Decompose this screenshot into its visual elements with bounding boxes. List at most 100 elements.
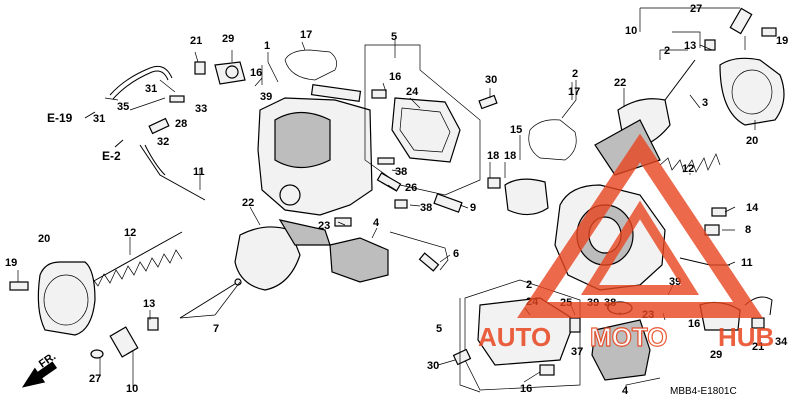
callout-number: 16 xyxy=(250,67,262,79)
watermark-text-auto: AUTO xyxy=(478,322,551,352)
hose-35 xyxy=(109,65,173,96)
valve-29-cap xyxy=(225,65,239,79)
callout-number: 32 xyxy=(157,136,169,148)
float-bowl-24 xyxy=(391,97,461,163)
callout-number: 27 xyxy=(690,3,702,15)
direction-arrow-icon xyxy=(21,361,58,388)
group-bracket-5 xyxy=(364,44,481,196)
callout-number: 4 xyxy=(622,385,629,397)
callout-number: 22 xyxy=(614,77,626,89)
callout-number: 31 xyxy=(145,83,157,95)
carb-top-cover-20-left xyxy=(37,261,96,336)
callout-number: 10 xyxy=(126,383,138,395)
throttle-cam-15 xyxy=(504,178,549,216)
callout-number: 30 xyxy=(485,74,497,86)
callout-number: 35 xyxy=(117,101,129,113)
callout-number: 2 xyxy=(664,45,670,57)
spring-12-left xyxy=(91,249,183,287)
callout-number: 24 xyxy=(406,86,419,98)
jet-38-a xyxy=(377,157,395,165)
reference-label-e19: E-19 xyxy=(47,111,73,125)
callout-number: 5 xyxy=(391,31,397,43)
callout-number: 18 xyxy=(504,150,516,162)
valve-30-center xyxy=(478,94,498,110)
callout-number: 21 xyxy=(752,341,764,353)
float-4-bottom xyxy=(591,319,651,381)
diaphragm-22-left xyxy=(234,226,301,291)
callout-number: 22 xyxy=(242,197,254,209)
callout-number: 5 xyxy=(436,323,442,335)
reference-label-e2: E-2 xyxy=(102,149,121,163)
callout-number: 23 xyxy=(318,220,330,232)
callout-number: 37 xyxy=(571,346,583,358)
callout-number: 7 xyxy=(213,323,219,335)
reference-arrow-e19-icon xyxy=(84,111,96,119)
watermark-triangle-icon xyxy=(517,133,763,318)
callout-number: 13 xyxy=(684,40,696,52)
linkage-bar xyxy=(310,84,362,102)
fitting-32 xyxy=(148,117,170,135)
callout-number: 15 xyxy=(510,124,522,136)
jet-37 xyxy=(569,317,581,333)
cable-sleeve xyxy=(144,144,166,176)
callout-number: 34 xyxy=(775,336,788,348)
callout-number: 20 xyxy=(38,233,50,245)
jet-needle-7 xyxy=(179,281,239,319)
screw-18 xyxy=(487,177,501,189)
watermark-inner-triangle-icon xyxy=(580,200,700,295)
callout-number: 12 xyxy=(682,163,694,175)
group-brackets xyxy=(459,7,725,393)
callout-number: 18 xyxy=(487,150,499,162)
callout-number: 11 xyxy=(741,257,753,269)
callout-number: 16 xyxy=(520,383,532,395)
washer-27-left xyxy=(90,349,104,359)
valve-30-bottom xyxy=(452,348,472,366)
callout-number: 2 xyxy=(526,279,532,291)
callout-number: 21 xyxy=(190,35,202,47)
jet-38-b xyxy=(394,199,408,209)
bolt-19-left xyxy=(9,281,29,291)
o-ring-13 xyxy=(147,317,159,331)
reference-arrow-e2-icon xyxy=(114,139,124,148)
fitting-28 xyxy=(169,95,185,103)
callout-number: 12 xyxy=(124,227,136,239)
screw-10-left xyxy=(109,326,139,358)
callout-number: 14 xyxy=(746,202,759,214)
jet-23-center xyxy=(334,217,352,227)
gasket-17-right xyxy=(528,119,577,161)
float-chamber-boss xyxy=(279,184,301,206)
watermark-text-hub: HUB xyxy=(718,322,774,352)
screw-16-center xyxy=(371,89,387,99)
callout-number: 6 xyxy=(453,248,459,260)
carb-top-cover-20-right xyxy=(719,57,785,126)
float-valve-6 xyxy=(418,252,440,272)
screw-16-bottom xyxy=(539,364,555,376)
cover-20-ring xyxy=(43,274,89,326)
callout-number: 3 xyxy=(702,97,708,109)
callout-number: 38 xyxy=(395,166,407,178)
callout-number: 9 xyxy=(470,202,476,214)
plug-8 xyxy=(704,224,720,236)
throttle-cable-11 xyxy=(139,144,206,201)
callout-number: 17 xyxy=(568,86,580,98)
cover-20-right-ring xyxy=(731,69,773,115)
spring-12-left-axis xyxy=(91,231,183,283)
callout-number: 38 xyxy=(420,202,432,214)
float-4-center xyxy=(329,237,389,283)
callout-number: 27 xyxy=(89,373,101,385)
callout-number: 29 xyxy=(710,349,722,361)
callout-number: 19 xyxy=(776,35,788,47)
screw-26 xyxy=(376,172,402,192)
venturi-center xyxy=(274,111,331,169)
watermark-text-moto: MOTO xyxy=(590,322,668,352)
callout-number: 10 xyxy=(625,25,637,37)
watermark-logo xyxy=(517,133,763,318)
callout-number: 30 xyxy=(427,360,439,372)
callout-number: 8 xyxy=(745,224,751,236)
screw-10-right xyxy=(729,7,753,35)
callout-number: 19 xyxy=(5,257,17,269)
hose-35-inner xyxy=(112,70,169,100)
callout-number: 17 xyxy=(300,29,312,41)
